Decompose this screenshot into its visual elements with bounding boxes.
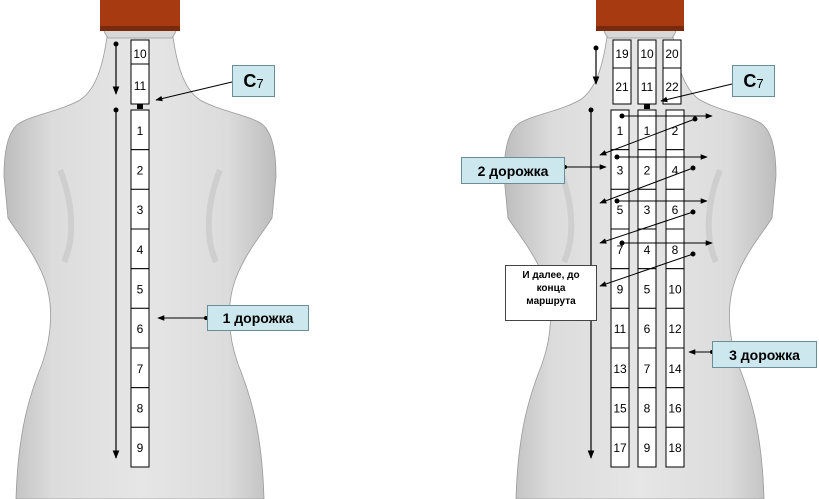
- right-track2-text: 2 дорожка: [478, 163, 549, 179]
- left-spine-cell-label: 5: [137, 283, 144, 297]
- right-center-column-cell-label: 4: [644, 243, 651, 257]
- right-right-column-cell-label: 16: [668, 402, 682, 416]
- right-center-column-cell-label: 3: [644, 203, 651, 217]
- right-neck-cell-label: 22: [665, 80, 679, 94]
- right-left-column-cell-label: 1: [617, 124, 624, 138]
- right-center-column-cell-label: 2: [644, 164, 651, 178]
- right-right-column-cell-label: 8: [672, 243, 679, 257]
- right-neck-cell-label: 20: [665, 47, 679, 61]
- left-neck-cell-label: 10: [133, 47, 147, 61]
- right-center-column-cell-label: 7: [644, 362, 651, 376]
- right-c7-marker: [644, 104, 650, 109]
- left-track1-text: 1 дорожка: [223, 310, 294, 326]
- left-spine-cell-label: 2: [137, 164, 144, 178]
- right-neck-columns: 19 21 10 11 20 22: [613, 40, 681, 104]
- left-collar-shadow: [100, 26, 180, 31]
- right-right-column-cell-label: 18: [668, 441, 682, 455]
- right-continuation-note: И далее, до конца маршрута: [505, 265, 597, 321]
- left-neck-cell-label: 11: [134, 79, 147, 93]
- right-track2-label: 2 дорожка: [461, 157, 565, 184]
- right-right-column-cell-label: 12: [668, 322, 682, 336]
- right-track3-text: 3 дорожка: [729, 347, 800, 363]
- left-spine-column: 1 2 3 4 5 6 7 8 9: [131, 110, 149, 467]
- right-right-column-cell-label: 14: [668, 362, 682, 376]
- right-left-column-cell-label: 17: [613, 441, 627, 455]
- right-right-column-cell-label: 6: [672, 203, 679, 217]
- right-left-column-cell-label: 9: [617, 283, 624, 297]
- left-spine-cell-label: 9: [137, 441, 144, 455]
- left-c7-number: 7: [256, 76, 263, 91]
- right-neck-cell-label: 10: [640, 47, 654, 61]
- note-line: конца: [508, 282, 594, 295]
- left-neck-column: 10 11: [131, 40, 149, 104]
- note-line: маршрута: [508, 295, 594, 308]
- right-c7-letter: C: [743, 71, 756, 92]
- note-line: И далее, до: [508, 269, 594, 282]
- right-track3-label: 3 дорожка: [712, 341, 817, 368]
- right-left-column-cell-label: 3: [617, 164, 624, 178]
- right-left-column-cell-label: 13: [613, 362, 627, 376]
- left-spine-cell-label: 8: [137, 402, 144, 416]
- right-left-column-cell-label: 11: [614, 322, 627, 336]
- right-neck-cell-label: 21: [615, 80, 629, 94]
- right-neck-cell-label: 19: [615, 47, 629, 61]
- left-spine-cell-label: 1: [137, 124, 144, 138]
- left-track1-label: 1 дорожка: [207, 305, 309, 331]
- right-collar: [596, 0, 684, 30]
- right-center-column-cell-label: 8: [644, 402, 651, 416]
- right-center-column-cell-label: 5: [644, 283, 651, 297]
- right-center-column-cell-label: 6: [644, 322, 651, 336]
- right-right-column-cell-label: 10: [668, 283, 682, 297]
- left-c7-letter: C: [243, 71, 256, 92]
- left-spine-cell-label: 4: [137, 243, 144, 257]
- left-collar: [100, 0, 180, 30]
- right-collar-shadow: [596, 26, 684, 31]
- right-center-column-cell-label: 9: [644, 441, 651, 455]
- right-c7-number: 7: [756, 76, 763, 91]
- right-left-column-cell-label: 5: [617, 203, 624, 217]
- left-spine-cell-label: 3: [137, 203, 144, 217]
- right-neck-cell-label: 11: [641, 80, 654, 94]
- right-left-column-cell-label: 15: [613, 402, 627, 416]
- left-spine-cell-label: 7: [137, 362, 144, 376]
- left-c7-marker: [137, 104, 143, 109]
- left-spine-cell-label: 6: [137, 322, 144, 336]
